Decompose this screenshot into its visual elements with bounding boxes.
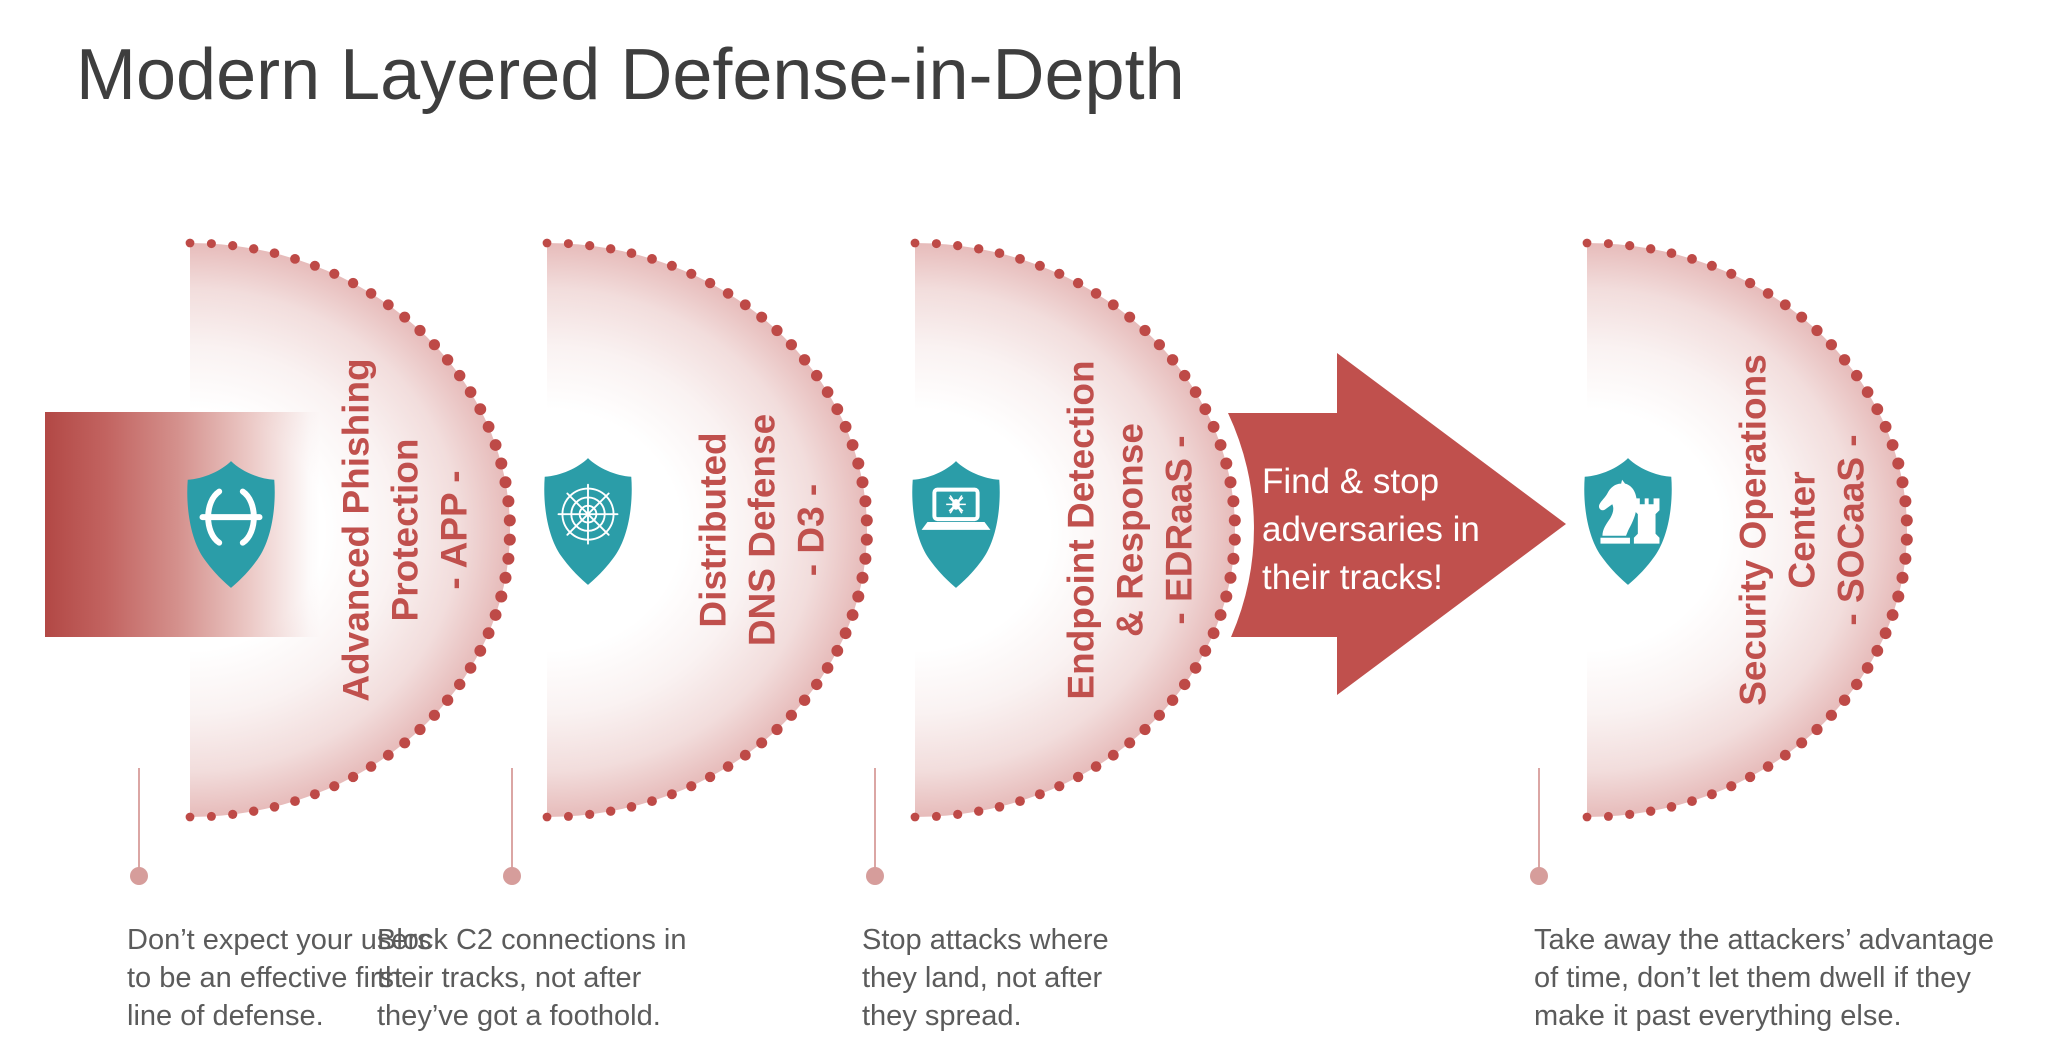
layer-label-line: Security Operations <box>1732 354 1774 706</box>
arrow-message-line: Find & stop <box>1262 462 1440 501</box>
pisces-shield-icon <box>187 461 275 588</box>
caption-line: of time, don’t let them dwell if they <box>1534 962 1971 994</box>
leader-line <box>866 768 884 885</box>
caption-line: Take away the attackers’ advantage <box>1534 924 1994 956</box>
defense-layer-socaas: Security Operations Center - SOCaaS - <box>1582 238 1927 822</box>
layer-label-line: Distributed <box>692 432 734 628</box>
leader-line <box>130 768 148 885</box>
caption-line: they spread. <box>862 1000 1022 1032</box>
layer-label-line: & Response <box>1109 423 1151 637</box>
caption-line: they land, not after <box>862 962 1103 994</box>
caption-line: Stop attacks where <box>862 924 1109 956</box>
laptop-bug-shield-icon <box>912 461 1000 588</box>
layer-tag: - D3 - <box>790 483 832 577</box>
layer-label-socaas: Security Operations Center - SOCaaS - <box>1729 354 1876 706</box>
arrow-message-line: their tracks! <box>1262 558 1443 597</box>
arrow-message: Find & stop adversaries in their tracks! <box>1262 458 1480 602</box>
leader-line <box>1530 768 1548 885</box>
layer-tag: - EDRaaS - <box>1158 435 1200 625</box>
arrow-message-line: adversaries in <box>1262 510 1480 549</box>
caption-line: Don’t expect your users <box>127 924 432 956</box>
layer-label-d3: Distributed DNS Defense - D3 - <box>689 414 836 646</box>
dotted-arc <box>185 238 516 822</box>
caption-line: Block C2 connections in <box>377 924 687 956</box>
layer-tag: - SOCaaS - <box>1830 434 1872 626</box>
dotted-arc <box>542 238 873 822</box>
attack-entry-gradient-band <box>45 412 320 637</box>
layer-label-line: Advanced Phishing <box>335 358 377 702</box>
layer-label-line: Center <box>1781 471 1823 589</box>
caption-line: to be an effective first <box>127 962 403 994</box>
dotted-arc <box>1582 238 1913 822</box>
layer-label-line: DNS Defense <box>741 413 783 647</box>
layer-label-line: Endpoint Detection <box>1060 360 1102 700</box>
caption-d3: Block C2 connections in their tracks, no… <box>377 921 687 1035</box>
page-title: Modern Layered Defense-in-Depth <box>76 35 1185 115</box>
caption-line: their tracks, not after <box>377 962 642 994</box>
caption-line: line of defense. <box>127 1000 324 1032</box>
caption-line: they’ve got a foothold. <box>377 1000 661 1032</box>
caption-edraas: Stop attacks where they land, not after … <box>862 921 1109 1035</box>
layer-label-edraas: Endpoint Detection & Response - EDRaaS - <box>1057 360 1204 699</box>
layer-tag: - APP - <box>433 470 475 590</box>
caption-socaas: Take away the attackers’ advantage of ti… <box>1534 921 1994 1035</box>
chess-knight-rook-shield-icon <box>1584 458 1672 585</box>
layer-label-app: Advanced Phishing Protection - APP - <box>332 358 479 701</box>
spider-web-shield-icon <box>544 458 632 585</box>
caption-line: make it past everything else. <box>1534 1000 1902 1032</box>
caption-app: Don’t expect your users to be an effecti… <box>127 921 432 1035</box>
leader-line <box>503 768 521 885</box>
layer-label-line: Protection <box>384 438 426 622</box>
